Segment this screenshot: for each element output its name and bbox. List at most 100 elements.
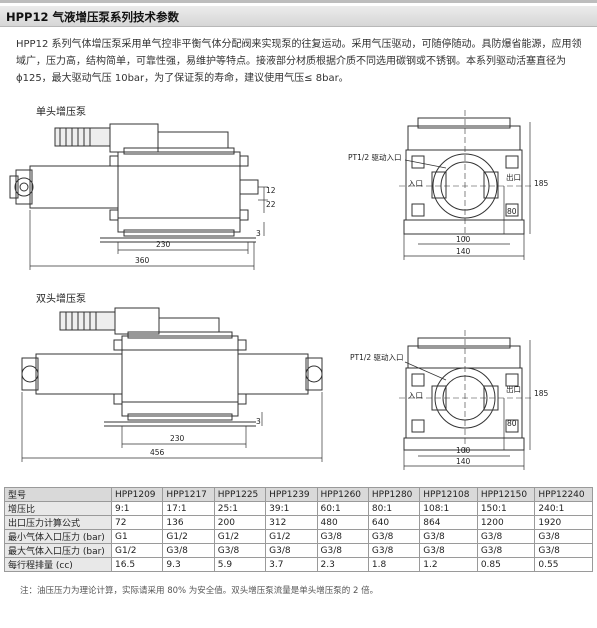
table-cell: 80:1	[367, 501, 421, 516]
table-cell: G1/2	[110, 543, 164, 558]
row-header-cell: 出口压力计算公式	[4, 515, 112, 530]
table-cell: 3.7	[265, 557, 318, 572]
table-cell: 5.9	[213, 557, 267, 572]
dim-22: 22	[266, 200, 276, 209]
double-pump-label: 双头增压泵	[36, 294, 86, 305]
drive-port-label: PT1/2 驱动入口	[350, 352, 404, 362]
dim-230: 230	[170, 434, 185, 443]
dim-3: 3	[256, 229, 261, 238]
table-cell: HPP12240	[534, 487, 593, 502]
table-cell: 17:1	[162, 501, 215, 516]
table-cell: 9:1	[110, 501, 164, 516]
table-cell: 1.2	[419, 557, 478, 572]
drive-port-label: PT1/2 驱动入口	[348, 152, 402, 162]
table-cell: HPP1239	[265, 487, 318, 502]
table-cell: 72	[110, 515, 164, 530]
table-cell: 136	[162, 515, 215, 530]
table-cell: G1/2	[265, 529, 318, 544]
table-cell: 240:1	[534, 501, 593, 516]
table-cell: G3/8	[476, 543, 536, 558]
table-cell: G3/8	[162, 543, 215, 558]
single-pump-label: 单头增压泵	[36, 107, 86, 118]
inlet-label: 入口	[408, 391, 423, 400]
table-cell: 0.85	[476, 557, 536, 572]
table-cell: G3/8	[213, 543, 267, 558]
table-cell: G3/8	[534, 543, 593, 558]
table-cell: G3/8	[419, 543, 478, 558]
page-header: HPP12 气液增压泵系列技术参数	[0, 0, 597, 30]
table-cell: G3/8	[534, 529, 593, 544]
dim-360: 360	[135, 256, 150, 265]
header-bar	[0, 6, 597, 27]
row-header-cell: 最大气体入口压力 (bar)	[4, 543, 112, 558]
table-cell: 60:1	[316, 501, 369, 516]
outlet-label: 出口	[506, 172, 521, 182]
dim-80: 80	[507, 419, 517, 428]
table-cell: 150:1	[476, 501, 536, 516]
table-cell: HPP12108	[419, 487, 478, 502]
table-cell: HPP1260	[316, 487, 369, 502]
table-cell: 1.8	[367, 557, 421, 572]
row-header-cell: 增压比	[4, 501, 112, 516]
outlet-label: 出口	[506, 384, 521, 394]
page-title: HPP12 气液增压泵系列技术参数	[6, 10, 179, 24]
table-cell: 640	[367, 515, 421, 530]
row-header-cell: 每行程排量 (cc)	[4, 557, 112, 572]
single-side-view	[9, 123, 268, 270]
inlet-label: 入口	[408, 179, 423, 188]
table-cell: G3/8	[367, 543, 421, 558]
dim-80: 80	[507, 207, 517, 216]
table-cell: G3/8	[316, 529, 369, 544]
table-cell: 2.3	[316, 557, 369, 572]
table-cell: HPP1225	[213, 487, 267, 502]
table-cell: G1/2	[213, 529, 267, 544]
dim-3: 3	[256, 417, 261, 426]
dim-140: 140	[456, 457, 471, 466]
table-cell: 480	[316, 515, 369, 530]
table-cell: G3/8	[476, 529, 536, 544]
double-end-view	[399, 330, 531, 470]
table-cell: HPP1280	[367, 487, 421, 502]
dim-100: 100	[456, 235, 471, 244]
table-cell: HPP12150	[476, 487, 536, 502]
table-cell: HPP1217	[162, 487, 215, 502]
table-cell: 9.3	[162, 557, 215, 572]
table-cell: G3/8	[419, 529, 478, 544]
dim-12: 12	[266, 186, 276, 195]
footnote: 注：油压压力为理论计算，实际请采用 80% 为安全值。双头增压泵流量是单头增压泵…	[20, 586, 379, 596]
table-cell: 16.5	[110, 557, 164, 572]
table-cell: 1920	[534, 515, 593, 530]
dim-185: 185	[534, 389, 549, 398]
intro-paragraph: HPP12 系列气体增压泵采用单气控非平衡气体分配阀来实现泵的往复运动。采用气压…	[16, 39, 582, 84]
table-cell: 0.55	[534, 557, 593, 572]
single-end-view	[399, 110, 531, 260]
table-cell: 200	[213, 515, 267, 530]
table-cell: 1200	[476, 515, 536, 530]
table-cell: G3/8	[265, 543, 318, 558]
row-header-cell: 最小气体入口压力 (bar)	[4, 529, 112, 544]
dim-456: 456	[150, 448, 165, 457]
table-cell: 39:1	[265, 501, 318, 516]
table-cell: 312	[265, 515, 318, 530]
dim-230: 230	[156, 240, 171, 249]
table-cell: G1	[110, 529, 164, 544]
row-header-cell: 型号	[4, 487, 112, 502]
table-cell: 108:1	[419, 501, 478, 516]
dim-140: 140	[456, 247, 471, 256]
table-cell: 864	[419, 515, 478, 530]
table-cell: G1/2	[162, 529, 215, 544]
dim-100: 100	[456, 446, 471, 455]
table-cell: HPP1209	[110, 487, 164, 502]
table-cell: G3/8	[316, 543, 369, 558]
table-cell: 25:1	[213, 501, 267, 516]
table-cell: G3/8	[367, 529, 421, 544]
dim-185: 185	[534, 179, 549, 188]
